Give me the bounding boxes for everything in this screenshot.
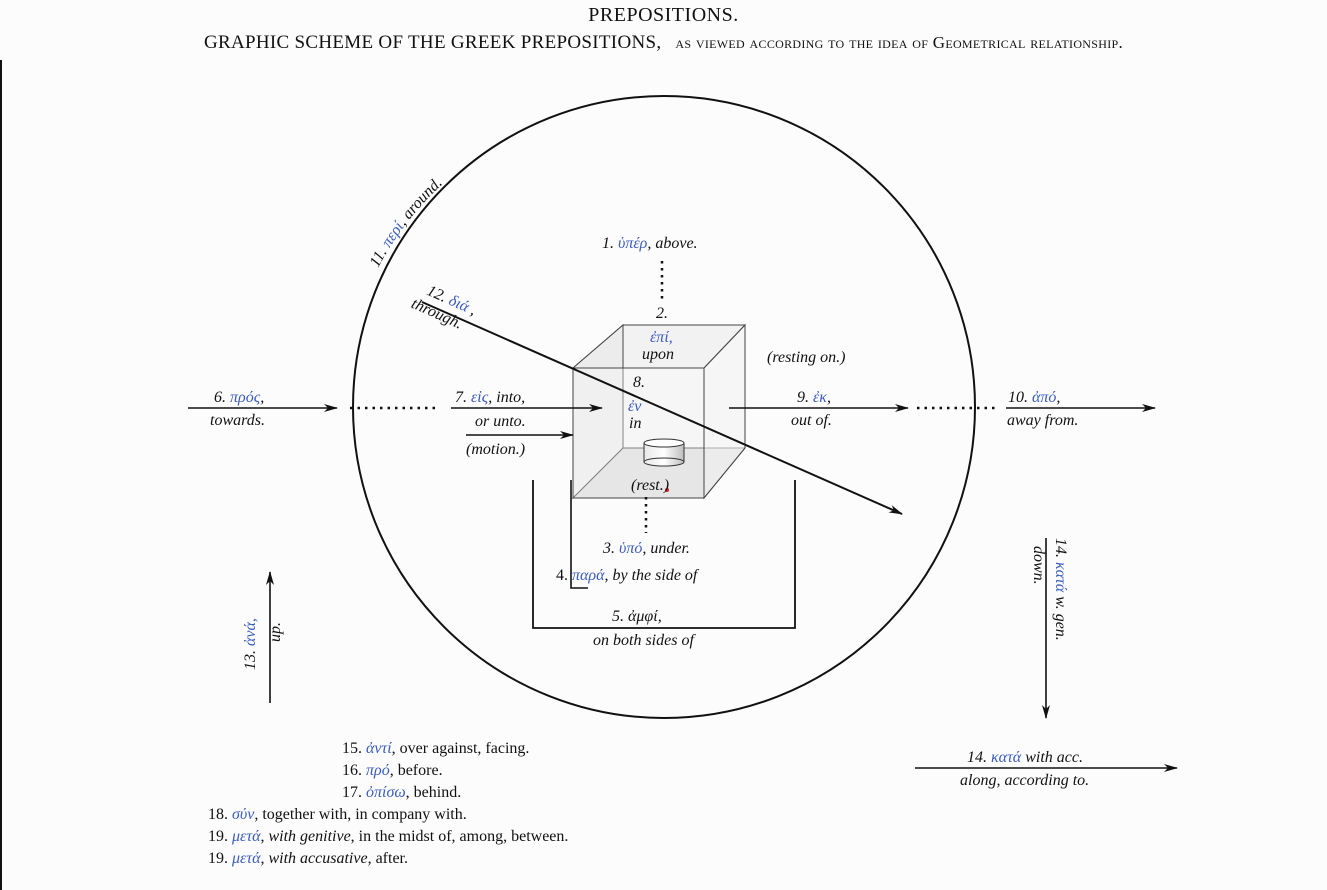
page-title: PREPOSITIONS. [588,4,739,26]
label-apo: 10. ἀπό, [1008,389,1060,406]
greek-eis: εἰς [471,389,489,406]
list-item: 19. μετά, with accusative, after. [208,850,408,867]
greek-meta-gen: μετά [232,828,261,845]
label-para: 4. παρά, by the side of [556,567,700,584]
label-pros: 6. πρός, [214,389,264,406]
greek-kata-gen: κατά [1052,562,1069,593]
greek-anti: ἀντί [366,740,392,757]
label-apo-gloss: away from. [1007,412,1078,429]
label-ana: 13. ἀνά, up. [242,618,284,670]
greek-opiso: ὀπίσω [366,784,406,801]
label-kata-gen: 14. κατά w. gen. down. [1030,538,1069,641]
label-rest: (rest.) [631,477,669,494]
label-epi-num: 2. [656,305,668,322]
page-left-border [0,60,2,890]
peri-circle [352,95,976,719]
greek-en: ἐν [628,398,642,415]
list-item: 18. σύν, together with, in company with. [208,806,467,823]
label-peri: 11. περί, around. [367,174,446,270]
label-amphi-gloss: on both sides of [593,632,696,649]
page-subtitle: GRAPHIC SCHEME OF THE GREEK PREPOSITIONS… [0,32,1327,54]
greek-epi: ἐπί, [650,329,673,346]
greek-meta-acc: μετά [232,850,261,867]
label-ana-gloss: up. [267,622,284,642]
label-motion: (motion.) [466,441,525,458]
label-en-gloss: in [629,415,641,432]
greek-hyper: ὑπέρ [618,235,648,252]
label-hyper: 1. ὑπέρ, above. [602,235,698,252]
label-dia: 12. διά , through. [409,282,479,332]
greek-apo: ἀπό [1032,389,1056,406]
label-ek: 9. ἐκ, [797,389,831,406]
preposition-list-indented: 15. ἀντί, over against, facing. 16. πρό,… [342,738,529,804]
label-eis: 7. εἰς, into, [455,389,525,406]
svg-text:13. ἀνά,: 13. ἀνά, [242,618,259,670]
list-item: 16. πρό, before. [342,762,443,779]
greek-syn: σύν [232,806,255,823]
label-ek-gloss: out of. [791,412,832,429]
greek-ek: ἐκ [813,389,827,406]
label-kata-acc: 14. κατά with acc. [967,749,1083,766]
label-amphi: 5. ἀμφί, [612,608,662,625]
cube [571,323,747,500]
svg-text:14. κατά w. gen.: 14. κατά w. gen. [1052,538,1069,641]
greek-pro: πρό [366,762,390,779]
list-item: 15. ἀντί, over against, facing. [342,740,530,757]
label-pros-gloss: towards. [210,412,265,429]
bracket-para [570,480,588,589]
list-item: 19. μετά, with genitive, in the midst of… [208,828,569,845]
label-kata-gen-gloss: down. [1030,546,1047,585]
cylinder-object [643,438,685,467]
greek-amphi: ἀμφί, [628,608,662,625]
label-kata-acc-gloss: along, according to. [960,772,1089,789]
bracket-amphi [532,480,796,629]
label-en-num: 8. [633,374,645,391]
list-item: 17. ὀπίσω, behind. [342,784,462,801]
greek-hypo: ὑπό [619,540,642,557]
subtitle-tail: as viewed according to the idea of Geome… [675,33,1124,52]
greek-para: παρά [572,567,605,584]
greek-kata-acc: κατά [991,749,1022,766]
label-epi-gloss: upon [642,346,674,363]
subtitle-main: GRAPHIC SCHEME OF THE GREEK PREPOSITIONS… [203,32,662,53]
greek-pros: πρός [230,389,261,406]
red-dot [665,488,669,492]
cube-front-face [572,367,705,499]
greek-ana: ἀνά, [242,618,259,646]
preposition-list: 18. σύν, together with, in company with.… [208,804,568,870]
label-eis-gloss: or unto. [475,413,526,430]
label-resting-on: (resting on.) [767,349,846,366]
label-hypo: 3. ὑπό, under. [602,540,690,557]
arrow-dia [421,301,903,515]
